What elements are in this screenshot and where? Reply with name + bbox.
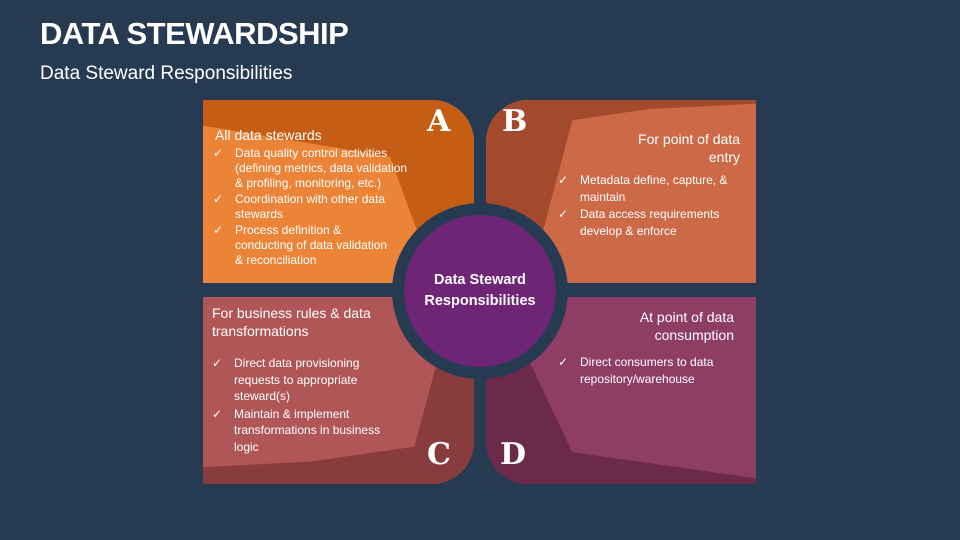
panel-a: A All data stewards Data quality control…	[203, 100, 474, 283]
panel-b-title-line: entry	[708, 149, 740, 165]
panel-b-title-line: For point of data	[638, 131, 740, 147]
panel-b-title: For point of data entry	[638, 130, 740, 166]
panel-a-title: All data stewards	[215, 127, 322, 143]
panel-d-list: Direct consumers to data repository/ware…	[558, 354, 748, 388]
letter-c: C	[427, 437, 451, 472]
panel-d-title-line: consumption	[654, 327, 734, 343]
panel-b-list: Metadata define, capture, & maintain Dat…	[558, 172, 753, 240]
list-item: Data access requirements develop & enfor…	[558, 206, 753, 239]
center-label-line: Data Steward	[434, 272, 526, 288]
panel-d-title: At point of data consumption	[640, 308, 734, 344]
page-title: DATA STEWARDSHIP	[40, 16, 349, 51]
panel-d-title-line: At point of data	[639, 309, 734, 325]
center-label-line: Responsibilities	[424, 293, 536, 309]
list-item: Direct consumers to data repository/ware…	[558, 354, 748, 387]
list-item: Data quality control activities (definin…	[213, 146, 418, 191]
list-item: Metadata define, capture, & maintain	[558, 172, 753, 205]
list-item: Coordination with other data stewards	[213, 192, 418, 222]
panel-c-title: For business rules & data transformation…	[212, 305, 371, 339]
letter-d: D	[500, 437, 527, 472]
list-item: Direct data provisioning requests to app…	[212, 355, 402, 405]
list-item: Maintain & implement transformations in …	[212, 406, 402, 456]
page-subtitle: Data Steward Responsibilities	[40, 63, 293, 84]
panel-a-list: Data quality control activities (definin…	[213, 146, 418, 283]
panel-c-list: Direct data provisioning requests to app…	[212, 355, 402, 456]
center-circle: Data Steward Responsibilities	[404, 215, 556, 367]
list-item: Process definition & conducting of data …	[213, 223, 418, 268]
letter-a: A	[427, 104, 451, 139]
letter-b: B	[502, 104, 528, 139]
